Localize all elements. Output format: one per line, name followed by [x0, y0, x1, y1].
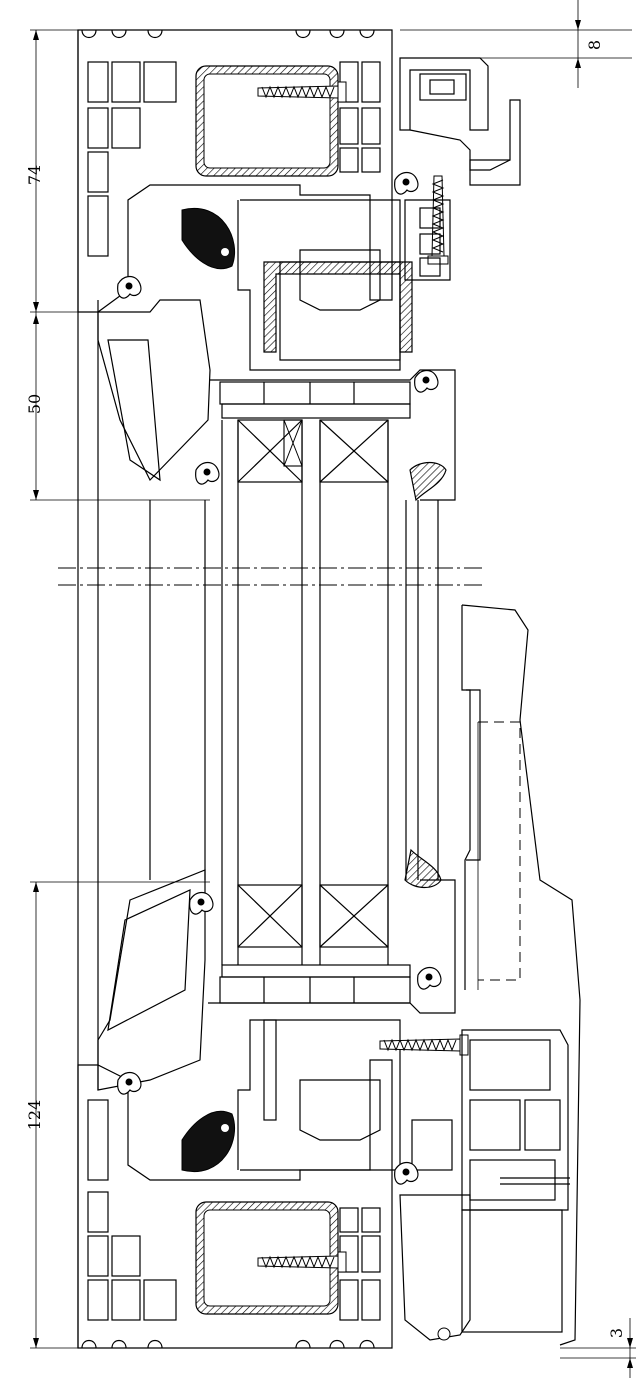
gap-dimension-lines [400, 0, 636, 1378]
dimension-label-50: 50 [25, 394, 44, 414]
dimension-label-8: 8 [585, 40, 604, 50]
handle-hardware [461, 604, 581, 1346]
dimension-lines [30, 29, 210, 1349]
bottom-sash-profile [97, 848, 456, 1091]
top-frame-profile [77, 29, 449, 371]
break-lines [58, 567, 482, 586]
dimension-label-74: 74 [25, 165, 44, 185]
dimension-label-3: 3 [607, 1328, 626, 1338]
top-trim-clip [399, 57, 521, 281]
bottom-trim-sill [399, 1029, 570, 1341]
bottom-frame-profile [77, 1019, 469, 1349]
dimension-label-124: 124 [25, 1100, 44, 1131]
profile-continuation-lines [77, 30, 439, 1348]
top-sash-profile [97, 299, 456, 502]
